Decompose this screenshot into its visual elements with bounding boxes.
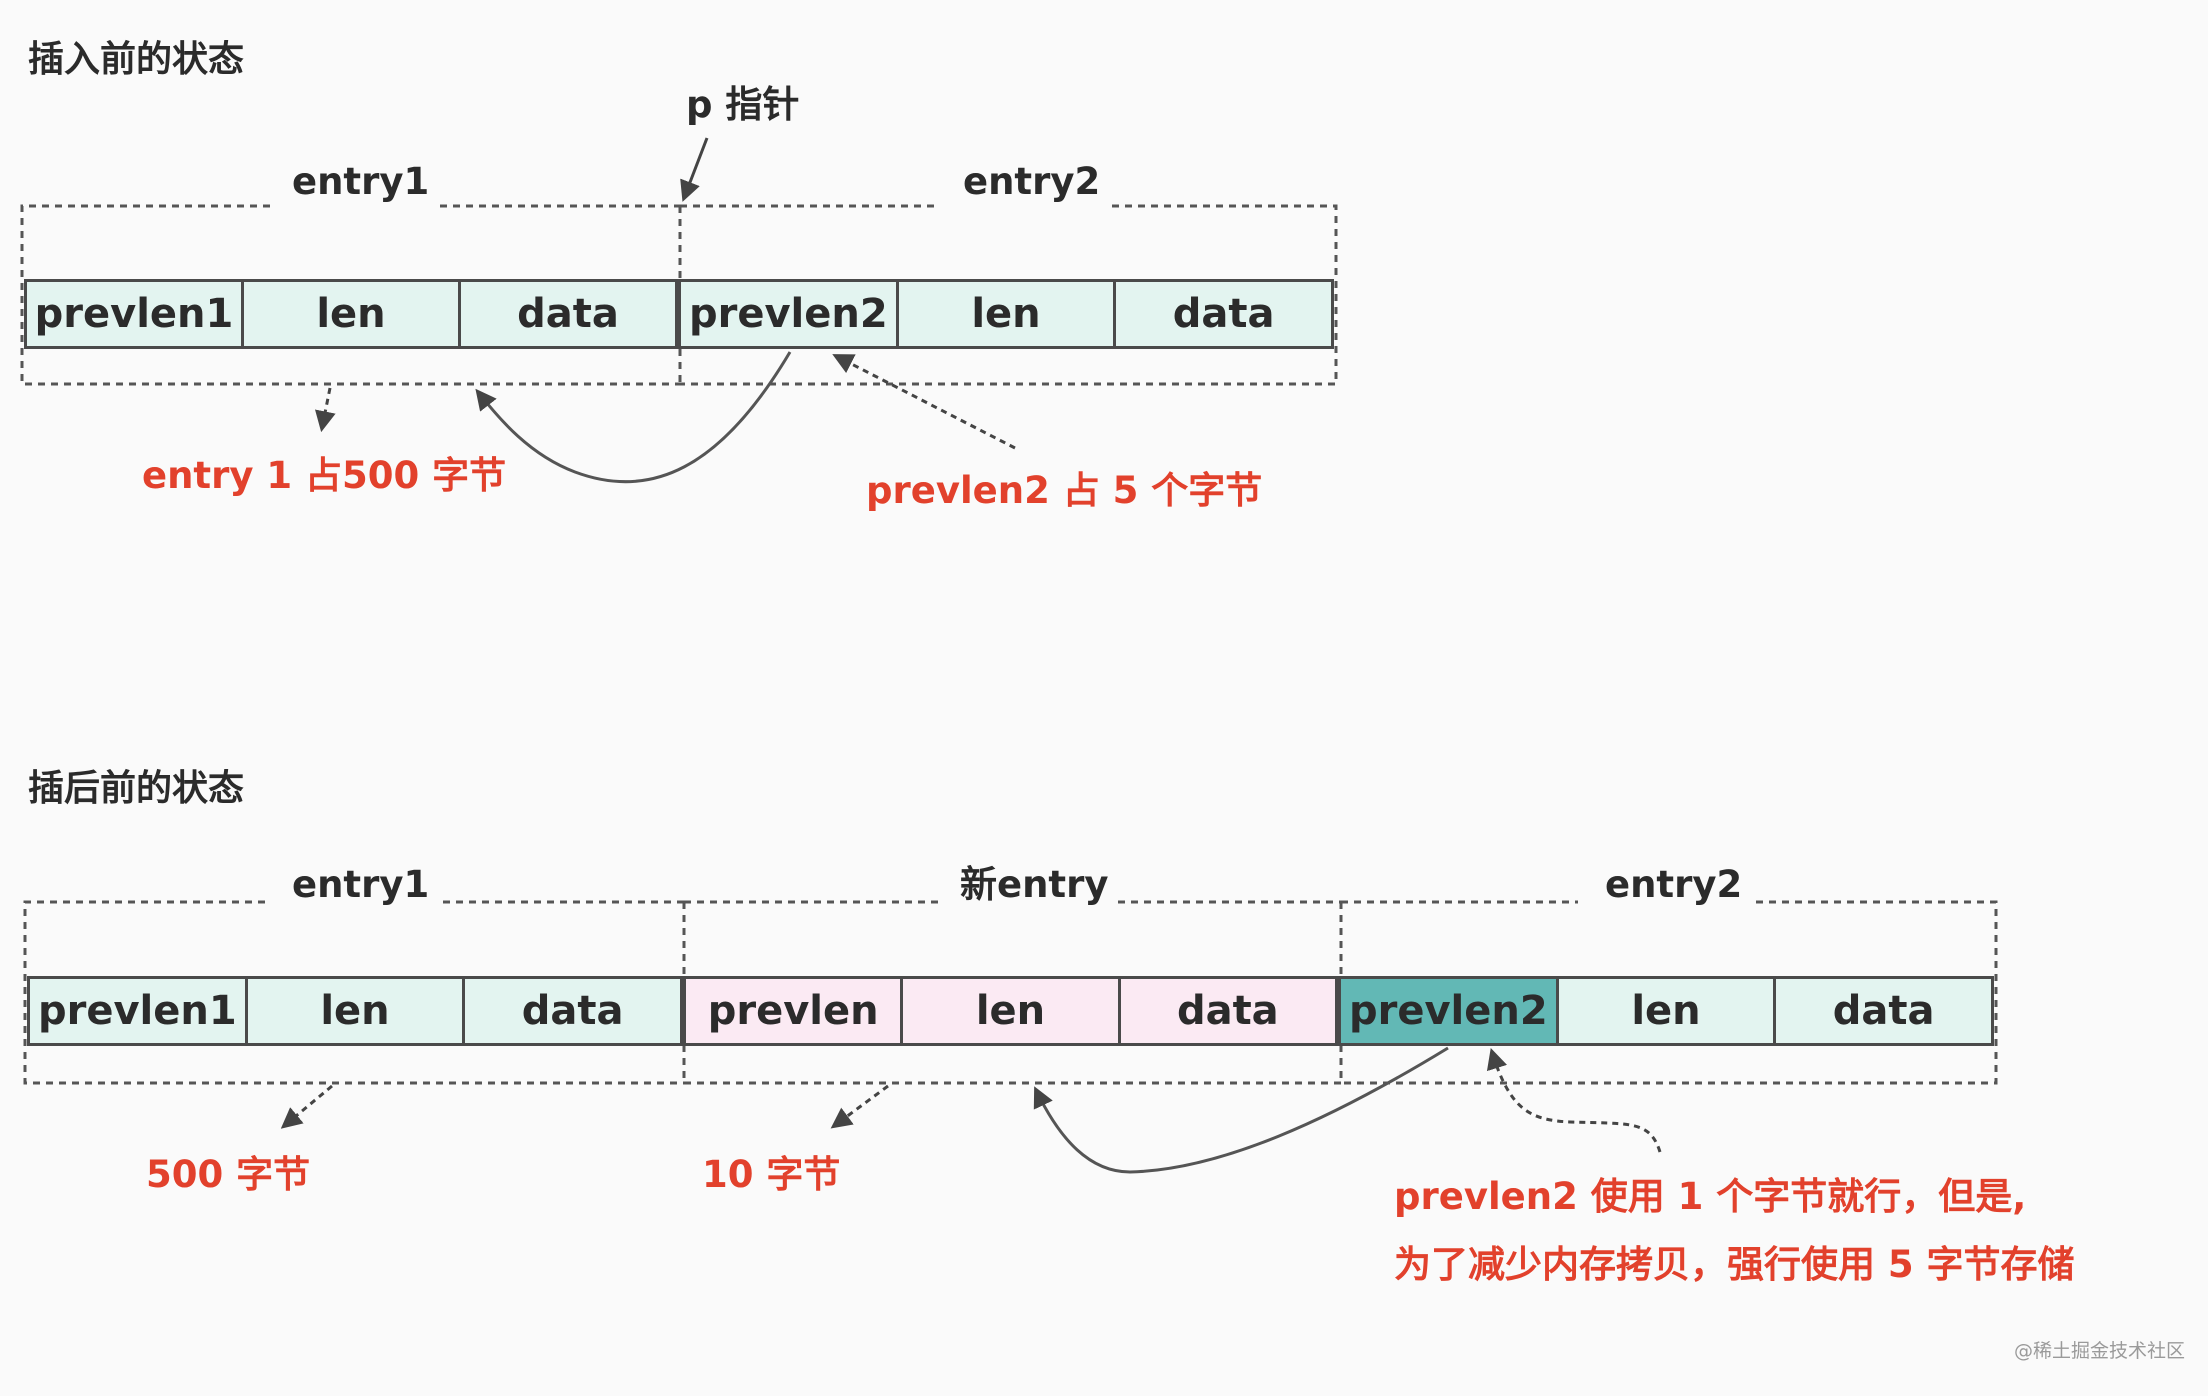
after-entry1-data-field: data	[465, 979, 681, 1043]
before-entry2-label: entry2	[963, 160, 1101, 203]
after-prevlen2-note-line1: prevlen2 使用 1 个字节就行，但是,	[1394, 1175, 2027, 1218]
before-entry1-label: entry1	[292, 160, 430, 203]
p-pointer-arrow	[680, 137, 709, 202]
before-entry1-fields: prevlen1 len data	[24, 279, 678, 349]
before-prevlen2-note-arrow	[832, 354, 1016, 450]
after-new-entry-label: 新entry	[960, 863, 1109, 906]
after-entry1-prevlen-field: prevlen1	[30, 979, 248, 1043]
before-entry1-size-arrow	[314, 387, 336, 433]
after-new-entry-group-box	[684, 900, 1343, 1085]
after-new-entry-prevlen-field: prevlen	[686, 979, 904, 1043]
before-prevlen2-backlink-arrow	[475, 351, 792, 484]
after-section-title: 插后前的状态	[28, 768, 245, 809]
before-entry2-fields: prevlen2 len data	[678, 279, 1334, 349]
before-entry2-data-field: data	[1116, 282, 1332, 346]
watermark: @稀土掘金技术社区	[2014, 1340, 2186, 1362]
after-prevlen2-note-line2: 为了减少内存拷贝，强行使用 5 字节存储	[1394, 1243, 2075, 1286]
after-entry1-len-field: len	[247, 979, 466, 1043]
before-entry1-group-box	[20, 204, 682, 386]
after-prevlen2-backlink-arrow	[1033, 1046, 1449, 1174]
before-entry1-prevlen-field: prevlen1	[27, 282, 244, 346]
after-new-entry-data-field: data	[1120, 979, 1335, 1043]
after-entry2-fields: prevlen2 len data	[1338, 976, 1994, 1046]
p-pointer-label: p 指针	[686, 83, 800, 126]
after-entry2-data-field: data	[1776, 979, 1992, 1043]
after-new-entry-fields: prevlen len data	[683, 976, 1338, 1046]
before-entry2-prevlen-field: prevlen2	[681, 282, 899, 346]
after-entry1-size-arrow	[280, 1084, 333, 1129]
after-entry1-fields: prevlen1 len data	[27, 976, 683, 1046]
after-new-entry-size-arrow	[830, 1084, 889, 1129]
before-entry2-len-field: len	[898, 282, 1117, 346]
before-entry1-data-field: data	[461, 282, 675, 346]
after-new-entry-size-note: 10 字节	[702, 1153, 841, 1196]
before-section-title: 插入前的状态	[28, 39, 245, 80]
after-entry1-size-note: 500 字节	[146, 1153, 311, 1196]
before-entry1-len-field: len	[244, 282, 461, 346]
after-entry1-group-box	[23, 900, 686, 1085]
after-entry2-group-box	[1341, 900, 1998, 1085]
before-entry1-size-note: entry 1 占500 字节	[142, 454, 507, 497]
after-entry1-label: entry1	[292, 863, 430, 906]
before-entry2-group-box	[680, 204, 1338, 386]
after-prevlen2-note-arrow	[1486, 1047, 1662, 1153]
after-entry2-label: entry2	[1605, 863, 1743, 906]
after-entry2-len-field: len	[1558, 979, 1777, 1043]
before-prevlen2-size-note: prevlen2 占 5 个字节	[866, 469, 1263, 512]
after-entry2-prevlen-field: prevlen2	[1341, 979, 1559, 1043]
after-new-entry-len-field: len	[903, 979, 1121, 1043]
